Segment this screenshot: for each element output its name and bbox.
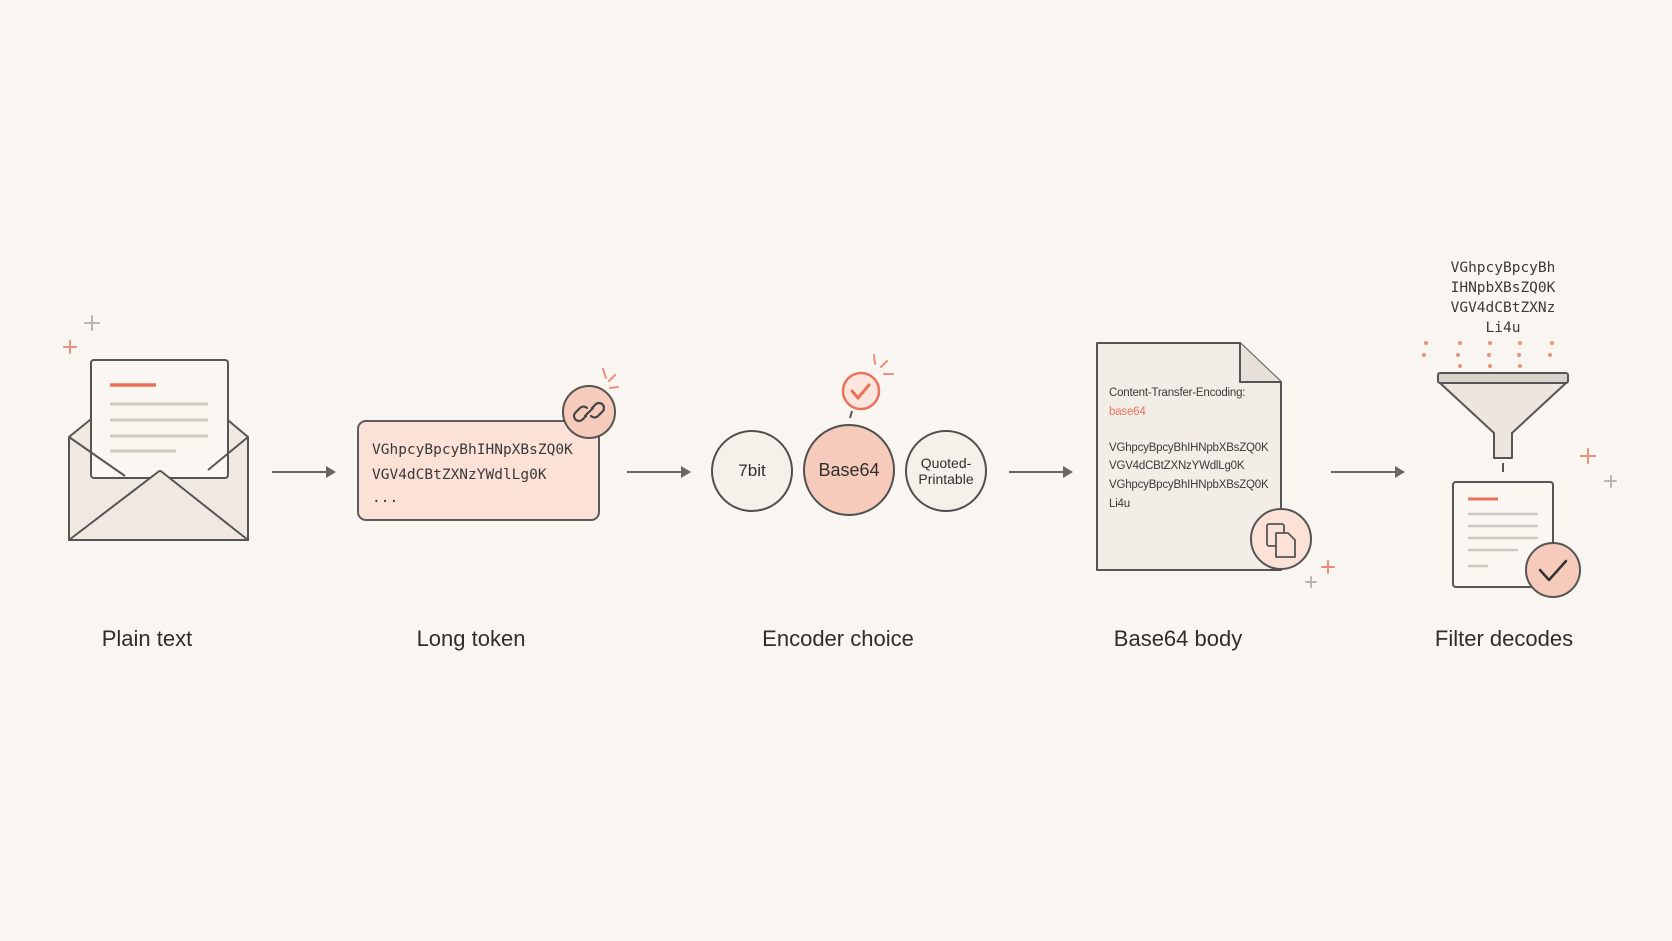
encoder-option-base64-selected[interactable]: Base64 [803, 424, 895, 516]
header-value: base64 [1109, 406, 1146, 418]
encoder-option-label: Quoted- [920, 455, 972, 471]
document-icon [1096, 342, 1282, 571]
filter-input-line: IHNpbXBsZQ0K [1450, 280, 1556, 296]
step-label-filter-decodes: Filter decodes [1434, 626, 1574, 651]
step-label-base64-body: Base64 body [1113, 626, 1243, 651]
sparkle-icon [602, 368, 619, 389]
check-badge-icon [1525, 542, 1581, 598]
body-line: VGV4dCBtZXNzYWdlLg0K [1109, 460, 1245, 472]
arrow-icon [272, 466, 1405, 478]
sparkle-icon [1305, 560, 1335, 588]
check-icon [841, 371, 881, 419]
step-label-plain-text: Plain text [101, 626, 193, 651]
encoder-option-label: Printable [918, 471, 974, 487]
filter-input-line: VGV4dCBtZXNz [1450, 300, 1556, 316]
funnel-icon [1437, 372, 1569, 472]
encoder-option-label: Base64 [818, 459, 880, 480]
filter-input-line: Li4u [1485, 320, 1521, 336]
token-ellipsis: ... [372, 490, 399, 506]
body-line: VGhpcyBpcyBhIHNpbXBsZQ0K [1109, 479, 1269, 491]
sparkle-icon [63, 315, 100, 354]
encoder-option-label: 7bit [738, 461, 766, 480]
copy-icon [1250, 508, 1312, 570]
long-token-box: VGhpcyBpcyBhIHNpXBsZQ0K VGV4dCBtZXNzYWdl… [357, 420, 600, 521]
link-icon [562, 385, 616, 439]
token-line: VGhpcyBpcyBhIHNpXBsZQ0K [372, 442, 573, 458]
sparkle-icon [1422, 341, 1554, 368]
sparkle-icon [1580, 448, 1617, 488]
sparkle-icon [873, 354, 894, 375]
header-name: Content-Transfer-Encoding: [1109, 387, 1246, 399]
encoder-option-7bit[interactable]: 7bit [711, 430, 793, 512]
body-line: VGhpcyBpcyBhIHNpbXBsZQ0K [1109, 442, 1269, 454]
base64-body-document: Content-Transfer-Encoding: base64 VGhpcy… [1095, 342, 1282, 570]
body-line: Li4u [1109, 498, 1130, 510]
filter-input-line: VGhpcyBpcyBh [1450, 260, 1556, 276]
envelope-icon [68, 359, 249, 541]
step-label-long-token: Long token [416, 626, 526, 651]
encoder-option-quoted-printable[interactable]: Quoted- Printable [905, 430, 987, 512]
token-line: VGV4dCBtZXNzYWdlLg0K [372, 467, 547, 483]
step-label-encoder-choice: Encoder choice [762, 626, 914, 651]
